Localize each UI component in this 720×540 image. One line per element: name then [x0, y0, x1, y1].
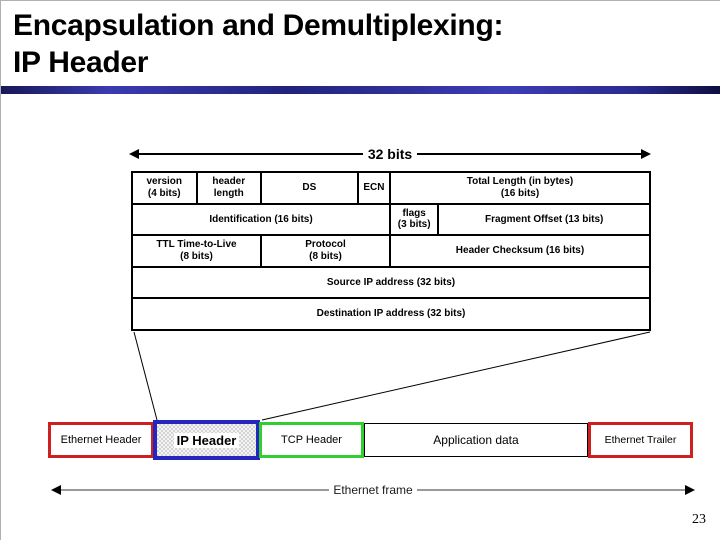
page-number: 23 [692, 512, 706, 527]
ethernet-trailer-box: Ethernet Trailer [588, 422, 693, 458]
field-ds: DS [262, 173, 359, 203]
ip-table-row-4: Source IP address (32 bits) [133, 268, 649, 300]
ip-table-row-3: TTL Time-to-Live (8 bits) Protocol (8 bi… [133, 236, 649, 268]
title-line-1: Encapsulation and Demultiplexing: [13, 9, 504, 42]
arrow-shaft [417, 153, 642, 155]
field-total-length: Total Length (in bytes) (16 bits) [466, 176, 574, 199]
field-header-checksum: Header Checksum (16 bits) [455, 245, 585, 257]
ip-table-row-5: Destination IP address (32 bits) [133, 299, 649, 329]
field-destination-ip: Destination IP address (32 bits) [316, 308, 466, 320]
ip-header-table: version (4 bits) header length DS ECN To… [131, 171, 651, 331]
title-divider-bar [1, 86, 720, 94]
ethernet-frame-arrow: Ethernet frame [51, 483, 695, 497]
arrow-shaft [61, 489, 330, 491]
ethernet-frame-label: Ethernet frame [333, 483, 413, 497]
ethernet-header-box: Ethernet Header [48, 422, 154, 458]
field-header-length: header length [198, 173, 262, 203]
field-source-ip: Source IP address (32 bits) [326, 276, 456, 288]
arrow-shaft [416, 489, 685, 491]
ip-table-row-1: version (4 bits) header length DS ECN To… [133, 173, 649, 205]
field-identification: Identification (16 bits) [133, 204, 391, 235]
bits-width-label: 32 bits [367, 146, 413, 162]
arrowhead-right-icon [641, 149, 652, 159]
arrowhead-left-icon [129, 149, 139, 159]
field-ttl: TTL Time-to-Live (8 bits) [133, 236, 262, 266]
page-title: Encapsulation and Demultiplexing: IP Hea… [13, 7, 503, 81]
field-ecn: ECN [359, 173, 391, 203]
tcp-header-box: TCP Header [259, 422, 364, 458]
ip-table-row-2: Identification (16 bits) flags (3 bits) … [133, 204, 649, 237]
bits-width-arrow: 32 bits [129, 146, 652, 162]
field-flags: flags (3 bits) [391, 204, 440, 235]
application-data-box: Application data [364, 423, 588, 457]
field-protocol: Protocol (8 bits) [262, 236, 391, 266]
arrowhead-right-icon [685, 485, 695, 495]
title-line-2: IP Header [13, 46, 149, 79]
arrowhead-left-icon [51, 485, 61, 495]
field-fragment-offset: Fragment Offset (13 bits) [485, 213, 604, 225]
connector-line-left [133, 331, 158, 421]
ip-header-box: IP Header [153, 420, 260, 460]
arrow-shaft [139, 153, 363, 155]
field-version: version (4 bits) [133, 173, 198, 203]
connector-line-right [261, 331, 651, 421]
